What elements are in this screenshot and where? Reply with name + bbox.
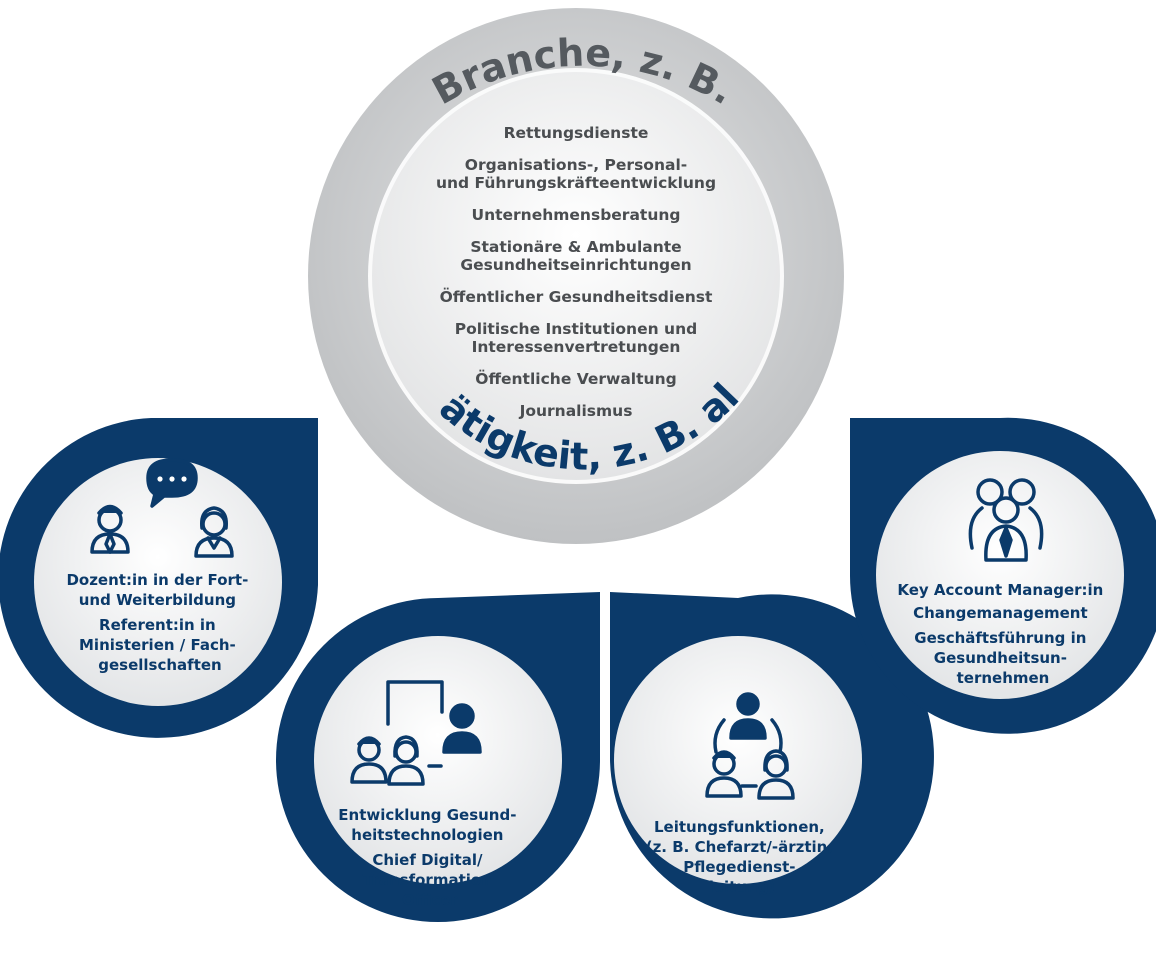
drop-technology-text: Entwicklung Gesund- heitstechnologien Ch…	[338, 806, 521, 909]
drop-management-text: Key Account Manager:in Changemanagement …	[897, 581, 1108, 687]
sector-item: Journalismus	[519, 402, 633, 420]
leadership-circle-icon	[705, 692, 795, 800]
drop-management	[849, 417, 1156, 734]
drop-leadership-text: Leitungsfunktionen, (z. B. Chefarzt/-ärz…	[646, 818, 839, 896]
drop-education-text: Dozent:in in der Fort- und Weiterbildung…	[66, 571, 253, 674]
sector-item: Organisations-, Personal-und Führungskrä…	[436, 156, 716, 192]
sector-item: Öffentliche Verwaltung	[475, 369, 676, 388]
sector-item: Unternehmensberatung	[472, 206, 681, 224]
business-group-icon	[968, 478, 1044, 562]
lecturers-with-speech-bubble-icon	[90, 458, 234, 558]
drop-technology	[276, 592, 600, 922]
sector-item: Rettungsdienste	[504, 124, 649, 142]
sector-item: Öffentlicher Gesundheitsdienst	[440, 287, 713, 306]
team-at-whiteboard-icon	[350, 680, 482, 786]
drop-education	[0, 418, 318, 738]
center-ring	[308, 8, 844, 544]
